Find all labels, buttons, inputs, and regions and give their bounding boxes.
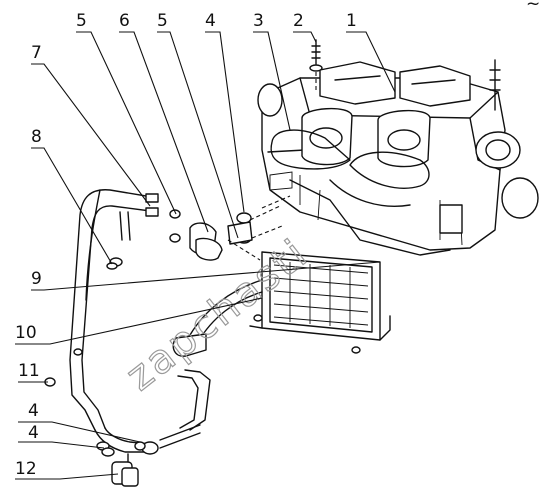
mounting-bolt [309, 39, 323, 90]
callout-7: 7 [31, 43, 42, 63]
corner-mark: ~ [526, 0, 540, 14]
callout-5-left: 5 [76, 11, 87, 31]
callout-4-lower-b: 4 [28, 423, 39, 443]
callout-12: 12 [15, 459, 37, 479]
callout-8: 8 [31, 127, 42, 147]
callout-10: 10 [15, 323, 37, 343]
callout-9: 9 [31, 269, 42, 289]
hose-connectors [44, 195, 361, 457]
coolant-pipes [69, 189, 263, 487]
callout-5-right: 5 [157, 11, 168, 31]
heater-core-radiator [249, 251, 391, 341]
callout-2: 2 [293, 11, 304, 31]
callout-1: 1 [346, 11, 357, 31]
callout-11: 11 [18, 361, 40, 381]
heater-housing [257, 59, 539, 256]
callout-3: 3 [253, 11, 264, 31]
callout-6: 6 [119, 11, 130, 31]
leader-lines [15, 31, 396, 480]
callout-4-top: 4 [205, 11, 216, 31]
callout-labels: 1 2 3 4 5 6 5 7 8 9 10 11 4 4 12 [15, 11, 357, 479]
callout-4-lower-a: 4 [28, 401, 39, 421]
